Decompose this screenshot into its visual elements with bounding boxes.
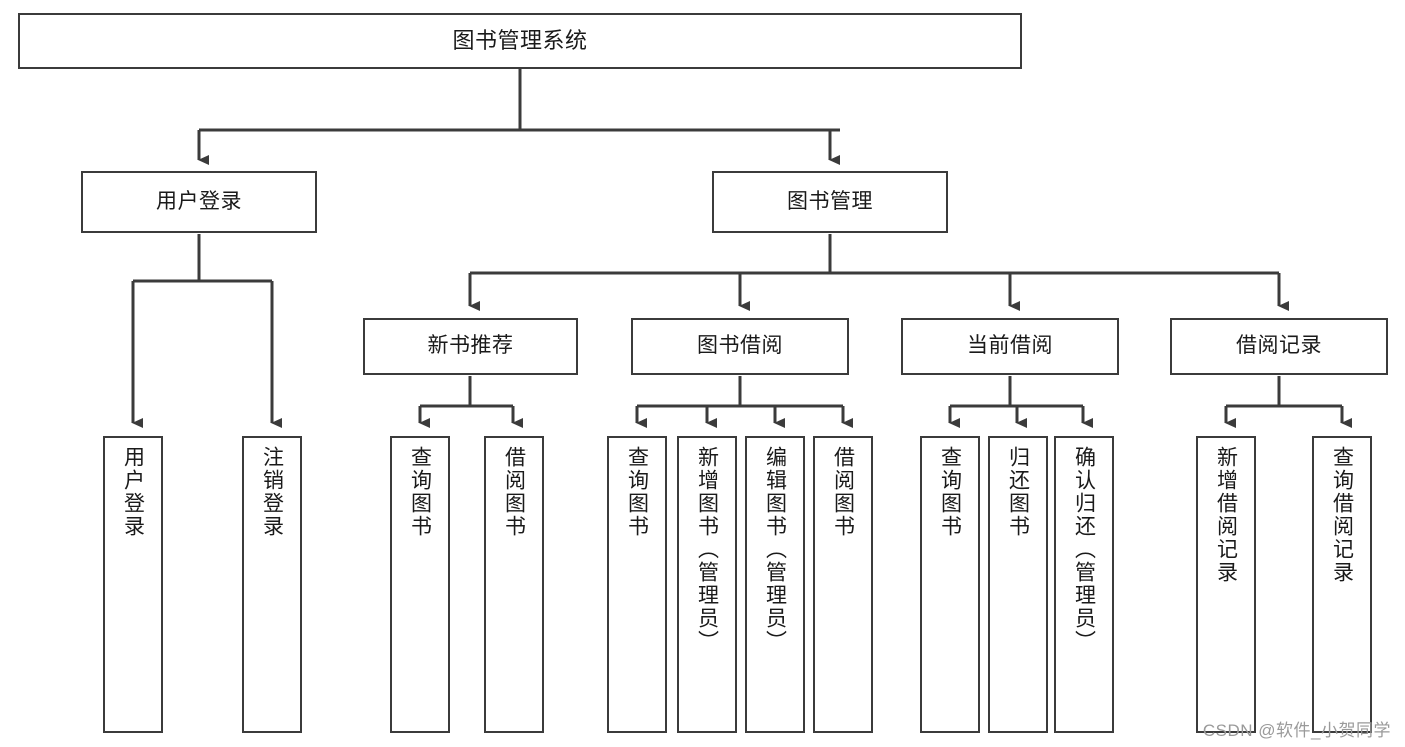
watermark-text: CSDN @软件_小贺同学 xyxy=(1202,721,1391,740)
leaf-borrow-book-1[interactable]: 借阅图书 xyxy=(484,436,544,733)
leaf-query-book-1[interactable]: 查询图书 xyxy=(390,436,450,733)
leaf-add-book-label: 新增图书（管理员） xyxy=(695,446,719,653)
node-book-management[interactable]: 图书管理 xyxy=(712,171,948,233)
leaf-query-book-3[interactable]: 查询图书 xyxy=(920,436,980,733)
node-new-book-recommend[interactable]: 新书推荐 xyxy=(363,318,578,375)
leaf-edit-book[interactable]: 编辑图书（管理员） xyxy=(745,436,805,733)
leaf-borrow-book-2-label: 借阅图书 xyxy=(831,446,855,538)
leaf-confirm-return-label: 确认归还（管理员） xyxy=(1072,446,1096,653)
leaf-query-book-2-label: 查询图书 xyxy=(625,446,649,538)
leaf-user-login-label: 用户登录 xyxy=(121,446,145,538)
node-user-login[interactable]: 用户登录 xyxy=(81,171,317,233)
leaf-logout-login-label: 注销登录 xyxy=(260,446,284,538)
node-root-label: 图书管理系统 xyxy=(452,28,588,54)
leaf-query-book-2[interactable]: 查询图书 xyxy=(607,436,667,733)
leaf-borrow-book-2[interactable]: 借阅图书 xyxy=(813,436,873,733)
leaf-borrow-book-1-label: 借阅图书 xyxy=(502,446,526,538)
node-book-management-label: 图书管理 xyxy=(787,189,873,213)
node-root[interactable]: 图书管理系统 xyxy=(18,13,1022,69)
node-book-borrow-label: 图书借阅 xyxy=(697,334,783,358)
node-book-borrow[interactable]: 图书借阅 xyxy=(631,318,849,375)
node-user-login-label: 用户登录 xyxy=(156,189,242,213)
node-new-book-recommend-label: 新书推荐 xyxy=(427,334,514,358)
leaf-query-record-label: 查询借阅记录 xyxy=(1330,446,1354,584)
node-borrow-record[interactable]: 借阅记录 xyxy=(1170,318,1388,375)
leaf-add-book[interactable]: 新增图书（管理员） xyxy=(677,436,737,733)
leaf-query-record[interactable]: 查询借阅记录 xyxy=(1312,436,1372,733)
leaf-add-record-label: 新增借阅记录 xyxy=(1214,446,1238,584)
leaf-query-book-3-label: 查询图书 xyxy=(938,446,962,538)
leaf-logout-login[interactable]: 注销登录 xyxy=(242,436,302,733)
leaf-confirm-return[interactable]: 确认归还（管理员） xyxy=(1054,436,1114,733)
leaf-add-record[interactable]: 新增借阅记录 xyxy=(1196,436,1256,733)
node-current-borrow[interactable]: 当前借阅 xyxy=(901,318,1119,375)
node-borrow-record-label: 借阅记录 xyxy=(1236,334,1322,358)
leaf-edit-book-label: 编辑图书（管理员） xyxy=(763,446,787,653)
leaf-return-book-label: 归还图书 xyxy=(1006,446,1030,538)
leaf-user-login[interactable]: 用户登录 xyxy=(103,436,163,733)
leaf-query-book-1-label: 查询图书 xyxy=(408,446,432,538)
leaf-return-book[interactable]: 归还图书 xyxy=(988,436,1048,733)
node-current-borrow-label: 当前借阅 xyxy=(967,334,1053,358)
